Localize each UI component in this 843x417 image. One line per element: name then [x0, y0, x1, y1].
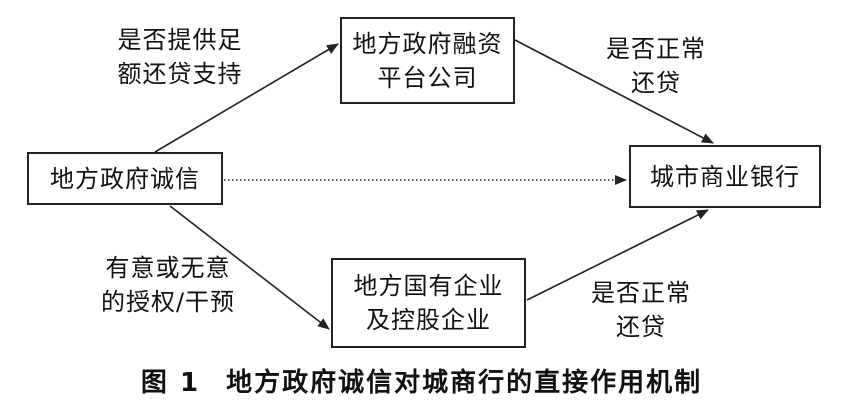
- edge-label-line: 额还贷支持: [117, 60, 243, 88]
- figure-number: 图 1: [140, 368, 201, 398]
- arrow-lgfv-to-bank: [514, 39, 714, 144]
- node-label-line: 地方政府融资: [352, 29, 503, 58]
- edge-label-line: 还贷: [631, 69, 681, 97]
- edge-label-authorization-intervention: 有意或无意 的授权/干预: [80, 251, 256, 319]
- arrow-soe-to-bank: [526, 209, 709, 301]
- figure-title: 地方政府诚信对城商行的直接作用机制: [226, 368, 703, 398]
- arrow-gov-to-soe: [169, 205, 330, 330]
- node-label: 地方政府诚信: [50, 164, 200, 193]
- edge-label-line: 是否提供足: [117, 26, 243, 54]
- node-city-commercial-bank: 城市商业银行: [629, 145, 821, 208]
- arrow-gov-to-lgfv: [154, 43, 339, 153]
- edge-label-line: 还贷: [616, 313, 666, 341]
- node-label-line: 及控股企业: [366, 306, 491, 334]
- edge-label-line: 的授权/干预: [100, 288, 236, 316]
- node-label-line: 地方国有企业: [353, 272, 504, 300]
- figure-caption: 图 1 地方政府诚信对城商行的直接作用机制: [0, 362, 843, 399]
- node-state-owned-enterprise: 地方国有企业 及控股企业: [331, 258, 526, 348]
- edge-label-line: 是否正常: [606, 35, 706, 63]
- edge-label-normal-repayment-lower: 是否正常 还贷: [571, 276, 711, 344]
- node-label: 城市商业银行: [650, 162, 800, 191]
- edge-label-line: 有意或无意: [105, 254, 231, 282]
- edge-label-repayment-support: 是否提供足 额还贷支持: [100, 23, 260, 91]
- node-financing-platform: 地方政府融资 平台公司: [340, 17, 515, 104]
- node-local-government-credit: 地方政府诚信: [27, 152, 223, 205]
- edge-label-normal-repayment-upper: 是否正常 还贷: [586, 32, 726, 100]
- node-label-line: 平台公司: [377, 63, 478, 92]
- edge-label-line: 是否正常: [591, 279, 691, 307]
